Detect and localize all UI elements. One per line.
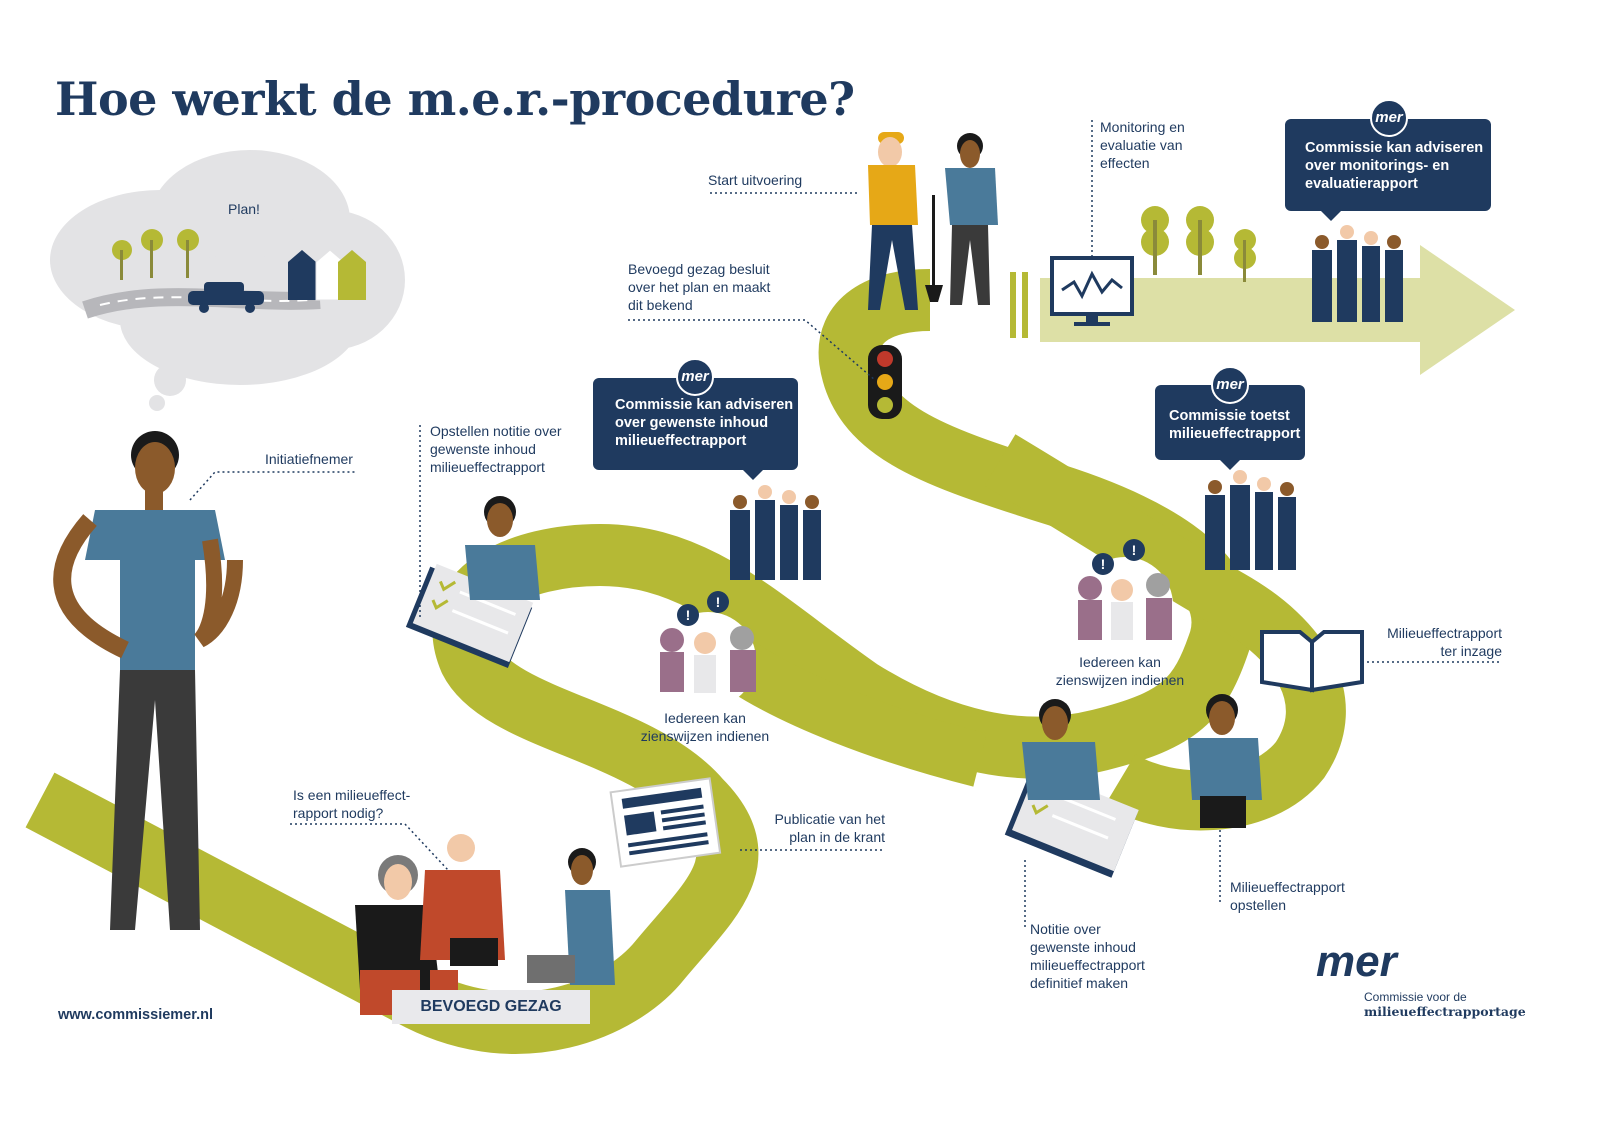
bubble-toetst: Commissie toetst milieueffectrapport — [1155, 385, 1305, 470]
mer-logo-icon: mer — [1211, 366, 1249, 404]
commission-group-3 — [1312, 225, 1403, 322]
open-book-icon — [1260, 630, 1364, 693]
label-rapport-nodig: Is een milieueffect- rapport nodig? — [293, 787, 411, 821]
commission-group-1 — [730, 485, 821, 580]
label-rapport-opstellen: Milieueffectrapport opstellen — [1230, 879, 1345, 913]
label-initiatiefnemer: Initiatiefnemer — [265, 451, 353, 467]
label-notitie-definitief: Notitie over gewenste inhoud milieueffec… — [1030, 921, 1145, 991]
label-opstellen-notitie: Opstellen notitie over gewenste inhoud m… — [430, 423, 562, 475]
brand-line2: milieueffectrapportage — [1364, 1004, 1526, 1019]
person-writing-left — [465, 496, 540, 600]
cloud-label: Plan! — [228, 201, 260, 217]
public-group-1: ! ! — [660, 591, 756, 708]
page-title: Hoe werkt de m.e.r.-procedure? — [55, 72, 855, 126]
bubble-toetst-text: Commissie toetst milieueffectrapport — [1169, 408, 1301, 442]
label-start-uitvoering: Start uitvoering — [708, 172, 803, 188]
brand-line1: Commissie voor de — [1364, 990, 1467, 1004]
svg-text:!: ! — [1132, 542, 1137, 558]
label-monitoring: Monitoring en evaluatie van effecten — [1100, 119, 1185, 171]
label-zienswijzen-1: Iedereen kan zienswijzen indienen — [640, 710, 770, 744]
workers-start — [868, 132, 998, 310]
authority-label: BEVOEGD GEZAG — [392, 990, 590, 1024]
brand-logo-text: mer — [1316, 937, 1397, 986]
svg-text:!: ! — [1101, 556, 1106, 572]
traffic-light-icon — [868, 345, 902, 419]
bubble-advies-monitoring-text: Commissie kan adviseren over monitorings… — [1305, 140, 1484, 192]
brand-logo: mer Commissie voor de milieueffectrappor… — [1316, 937, 1526, 1020]
label-besluit: Bevoegd gezag besluit over het plan en m… — [628, 261, 771, 313]
initiator-person — [53, 431, 243, 930]
authority-group — [355, 834, 615, 1015]
svg-text:!: ! — [686, 607, 691, 623]
car-icon — [188, 282, 264, 313]
tree-icons — [112, 229, 199, 280]
person-tablet — [1188, 694, 1262, 828]
footer-url[interactable]: www.commissiemer.nl — [58, 1007, 213, 1023]
mer-logo-icon: mer — [676, 358, 714, 396]
person-writing-right — [1022, 699, 1100, 800]
leader-lines — [189, 120, 1500, 930]
monitor-icon — [1050, 256, 1134, 326]
arrow-trees — [1141, 206, 1256, 282]
commission-group-2 — [1205, 470, 1296, 570]
newspaper-icon — [609, 777, 722, 868]
public-group-2: ! ! — [1077, 539, 1173, 653]
label-ter-inzage: Milieueffectrapport ter inzage — [1387, 625, 1502, 659]
mer-logo-icon: mer — [1370, 99, 1408, 137]
label-publicatie: Publicatie van het plan in de krant — [774, 811, 885, 845]
house-icons — [288, 249, 366, 301]
final-arrow — [1010, 245, 1515, 375]
bubble-advies-inhoud-text: Commissie kan adviseren over gewenste in… — [615, 397, 794, 449]
label-zienswijzen-2: Iedereen kan zienswijzen indienen — [1055, 654, 1185, 688]
clipboard-left — [405, 563, 534, 669]
svg-text:!: ! — [716, 594, 721, 610]
